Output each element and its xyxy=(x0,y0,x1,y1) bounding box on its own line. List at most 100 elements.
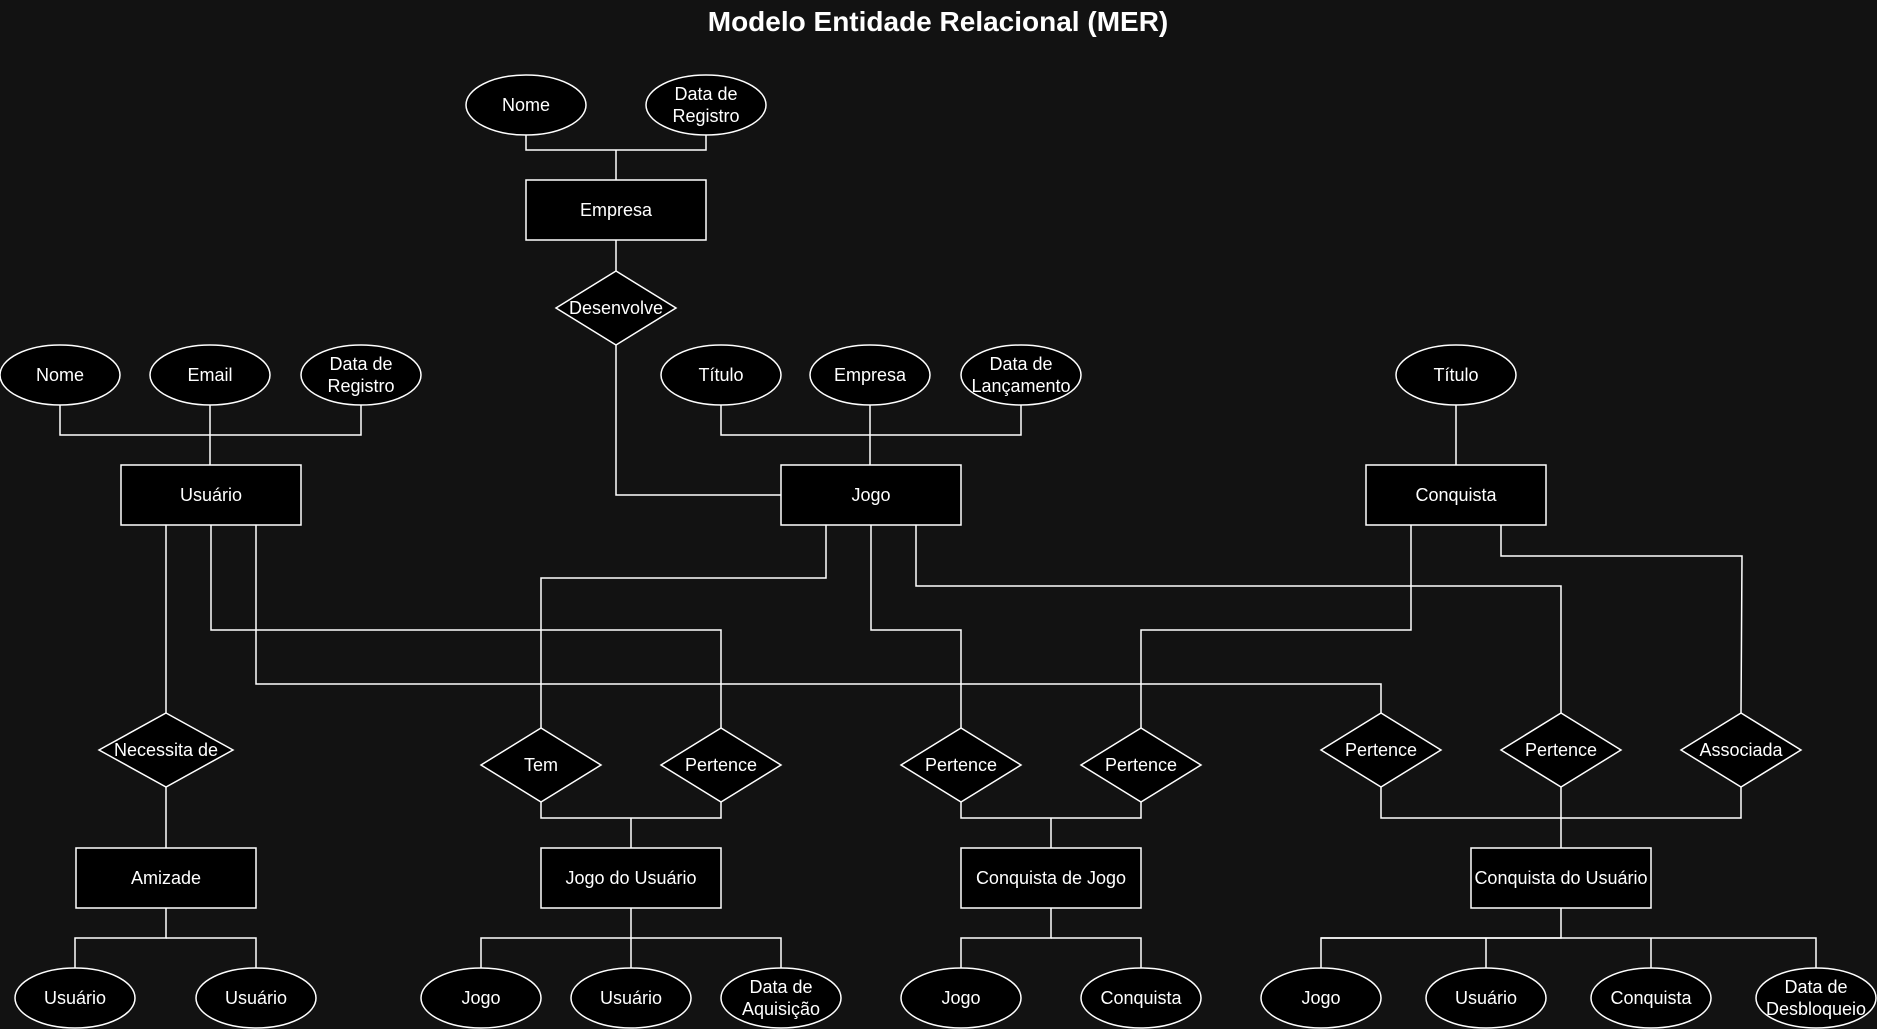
connector-line xyxy=(870,525,962,728)
attr-conquista-jogo-jogo: Jogo xyxy=(900,967,1022,1029)
attribute-ellipse xyxy=(300,344,422,406)
node-label-line: Data de xyxy=(1784,977,1847,997)
node-label: Empresa xyxy=(834,365,907,385)
attribute-ellipse xyxy=(465,74,587,136)
relationship-tem: Tem xyxy=(479,727,603,803)
relationship-desenvolve: Desenvolve xyxy=(554,270,678,346)
attr-empresa-nome: Nome xyxy=(465,74,587,136)
relationship-diamond xyxy=(1319,712,1443,788)
node-label-line: Registro xyxy=(672,106,739,126)
attribute-ellipse xyxy=(900,967,1022,1029)
entity-empresa: Empresa xyxy=(525,179,707,241)
attribute-ellipse xyxy=(195,967,317,1029)
node-label: Usuário xyxy=(225,988,287,1008)
attr-amizade-usuario-1: Usuário xyxy=(14,967,136,1029)
connector-line xyxy=(480,908,632,968)
relationship-diamond xyxy=(1499,712,1623,788)
relationship-associada: Associada xyxy=(1679,712,1803,788)
connector-line xyxy=(166,937,257,968)
node-label-line: Desbloqueio xyxy=(1766,999,1866,1019)
connector-line xyxy=(255,525,1382,713)
node-label: Usuário xyxy=(180,485,242,505)
attribute-ellipse xyxy=(1080,967,1202,1029)
node-label: Desenvolve xyxy=(569,298,663,318)
node-label: Jogo xyxy=(461,988,500,1008)
entity-box xyxy=(525,179,707,241)
connector-line xyxy=(1140,525,1412,728)
node-label: Jogo xyxy=(851,485,890,505)
node-label: Conquista xyxy=(1415,485,1497,505)
attribute-ellipse xyxy=(1260,967,1382,1029)
node-label: Nome xyxy=(36,365,84,385)
node-label: Jogo do Usuário xyxy=(565,868,696,888)
node-label: Associada xyxy=(1699,740,1783,760)
entity-box xyxy=(75,847,257,909)
relationship-necessita-de: Necessita de xyxy=(97,712,235,788)
attribute-ellipse xyxy=(1590,967,1712,1029)
connector-line xyxy=(74,908,167,968)
node-label: Conquista xyxy=(1610,988,1692,1008)
attribute-ellipse xyxy=(570,967,692,1029)
relationship-pertence-usuario-conquista-usuario: Pertence xyxy=(1319,712,1443,788)
node-label: Pertence xyxy=(1525,740,1597,760)
node-label: Conquista de Jogo xyxy=(976,868,1126,888)
entity-box xyxy=(780,464,962,526)
node-label: Pertence xyxy=(1345,740,1417,760)
node-label-line: Registro xyxy=(327,376,394,396)
relationship-diamond xyxy=(97,712,235,788)
attr-conquista-titulo: Título xyxy=(1395,344,1517,406)
relationship-pertence-jogo-conquista-usuario: Pertence xyxy=(1499,712,1623,788)
relationship-diamond xyxy=(1679,712,1803,788)
relationship-pertence-jogo-conquista-jogo: Pertence xyxy=(899,727,1023,803)
attr-jogo-titulo: Título xyxy=(660,344,782,406)
node-label: Título xyxy=(1433,365,1478,385)
node-label: Tem xyxy=(524,755,558,775)
attribute-ellipse xyxy=(14,967,136,1029)
attr-conquista-jogo-conquista: Conquista xyxy=(1080,967,1202,1029)
entity-box xyxy=(120,464,302,526)
entity-jogo: Jogo xyxy=(780,464,962,526)
attr-jogo-empresa: Empresa xyxy=(809,344,931,406)
connector-line xyxy=(525,135,707,151)
attribute-ellipse xyxy=(720,967,842,1029)
connector-line xyxy=(915,525,1562,713)
connector-line xyxy=(540,525,827,728)
connector-line xyxy=(631,937,782,968)
relationship-diamond xyxy=(899,727,1023,803)
attr-conquista-usuario-usuario: Usuário xyxy=(1425,967,1547,1029)
entity-box xyxy=(1365,464,1547,526)
node-label: Pertence xyxy=(1105,755,1177,775)
connector-line xyxy=(615,345,781,496)
attribute-ellipse xyxy=(660,344,782,406)
node-label: Conquista xyxy=(1100,988,1182,1008)
node-label-line: Lançamento xyxy=(971,376,1070,396)
node-label: Título xyxy=(698,365,743,385)
attribute-ellipse xyxy=(149,344,271,406)
connector-line xyxy=(720,405,1022,436)
diagram-title: Modelo Entidade Relacional (MER) xyxy=(708,6,1168,37)
connector-line xyxy=(540,802,722,819)
attr-conquista-usuario-conquista: Conquista xyxy=(1590,967,1712,1029)
attr-usuario-email: Email xyxy=(149,344,271,406)
node-label-line: Data de xyxy=(989,354,1052,374)
node-label: Nome xyxy=(502,95,550,115)
node-label: Usuário xyxy=(1455,988,1517,1008)
attribute-ellipse xyxy=(960,344,1082,406)
node-label: Email xyxy=(187,365,232,385)
attr-conquista-usuario-jogo: Jogo xyxy=(1260,967,1382,1029)
attr-jogo-usuario-usuario: Usuário xyxy=(570,967,692,1029)
node-label: Amizade xyxy=(131,868,201,888)
entity-conquista-de-jogo: Conquista de Jogo xyxy=(960,847,1142,909)
node-label: Jogo xyxy=(1301,988,1340,1008)
relationship-pertence-jogo-usuario: Pertence xyxy=(659,727,783,803)
attribute-ellipse xyxy=(0,344,121,406)
node-label: Usuário xyxy=(44,988,106,1008)
attr-jogo-usuario-jogo: Jogo xyxy=(420,967,542,1029)
entity-conquista: Conquista xyxy=(1365,464,1547,526)
